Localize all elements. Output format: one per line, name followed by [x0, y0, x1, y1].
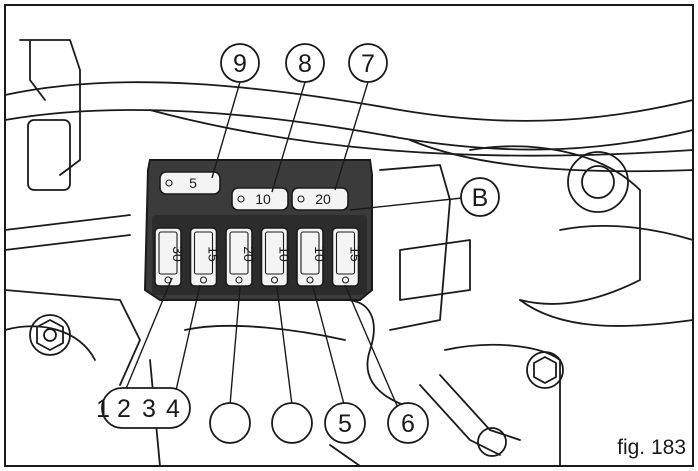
fuse-5-terminal [306, 276, 314, 284]
fuse-9-body [159, 171, 221, 195]
fuse-3: 20 [225, 227, 257, 287]
fuse-2: 15 [189, 227, 222, 287]
fuse-5-body [296, 227, 324, 287]
fuse-8-terminal [237, 195, 245, 203]
fuse-6-terminal [341, 276, 350, 284]
motorcycle-frame-lineart [4, 39, 694, 467]
fuse-2-terminal [199, 276, 208, 284]
fuse-3-body [225, 227, 253, 287]
callout-7: 7 [348, 43, 388, 83]
fuse-5-window [300, 231, 320, 275]
fuse-1: 30 [154, 227, 186, 287]
fuse-6-rating: 15 [348, 246, 364, 262]
callout-b-label: B [472, 184, 489, 212]
callout-empty-b [271, 402, 313, 444]
callout-empty-a [209, 402, 251, 444]
fuse-4-terminal [270, 276, 279, 284]
fuse-1-window [158, 231, 178, 275]
fuse-7-terminal [297, 195, 305, 203]
callout-1-label: 1 [96, 395, 110, 423]
fuse-9: 5 [159, 171, 221, 195]
fuse-4: 10 [260, 227, 293, 287]
fuse-4-window [264, 231, 285, 275]
callout-9-label: 9 [233, 50, 247, 78]
fuse-8-rating: 10 [255, 191, 271, 207]
fuse-1-rating: 30 [170, 246, 186, 262]
fuse-7: 20 [291, 187, 349, 211]
callout-8-label: 8 [298, 50, 312, 78]
callout-5-label: 5 [338, 410, 352, 438]
callout-5 [324, 402, 366, 444]
callout-6-label: 6 [401, 410, 415, 438]
fuse-8-body [231, 187, 289, 211]
figure-label-bg [585, 432, 688, 462]
fuse-7-rating: 20 [315, 191, 331, 207]
fuse-6-window [335, 231, 356, 275]
leader-lines [117, 81, 463, 409]
fuse-7-body [291, 187, 349, 211]
fuse-5-rating: 10 [312, 246, 328, 262]
callout-b: B [460, 177, 500, 217]
fuse-3-window [229, 231, 249, 275]
fuse-3-rating: 20 [241, 246, 257, 262]
fuse-8: 10 [231, 187, 289, 211]
fuse-2-body [189, 227, 218, 287]
figure-label: fig. 183 [617, 436, 686, 459]
fuse-6: 15 [331, 227, 364, 287]
lower-fuse-row: 30 15 20 10 10 15 [154, 227, 364, 287]
fuse-5: 10 [296, 227, 328, 287]
fuse-4-body [260, 227, 289, 287]
callout-3-label: 3 [142, 395, 156, 423]
fuse-9-rating: 5 [189, 175, 197, 191]
callout-6 [387, 402, 429, 444]
callout-2-label: 2 [117, 395, 131, 423]
upper-fuse-row: 5 10 20 [159, 171, 349, 211]
fuse-2-rating: 15 [206, 246, 222, 262]
callout-1234-bubble [101, 387, 191, 429]
callout-4-label: 4 [166, 395, 180, 423]
callout-7-label: 7 [361, 50, 375, 78]
callout-9: 9 [220, 43, 260, 83]
bottom-callouts: 1 2 3 4 5 6 [96, 387, 429, 444]
fuse-4-rating: 10 [277, 246, 293, 262]
fuse-2-window [193, 231, 214, 275]
fuse-3-terminal [235, 276, 243, 284]
fuse-9-terminal [165, 179, 173, 187]
callout-8: 8 [285, 43, 325, 83]
